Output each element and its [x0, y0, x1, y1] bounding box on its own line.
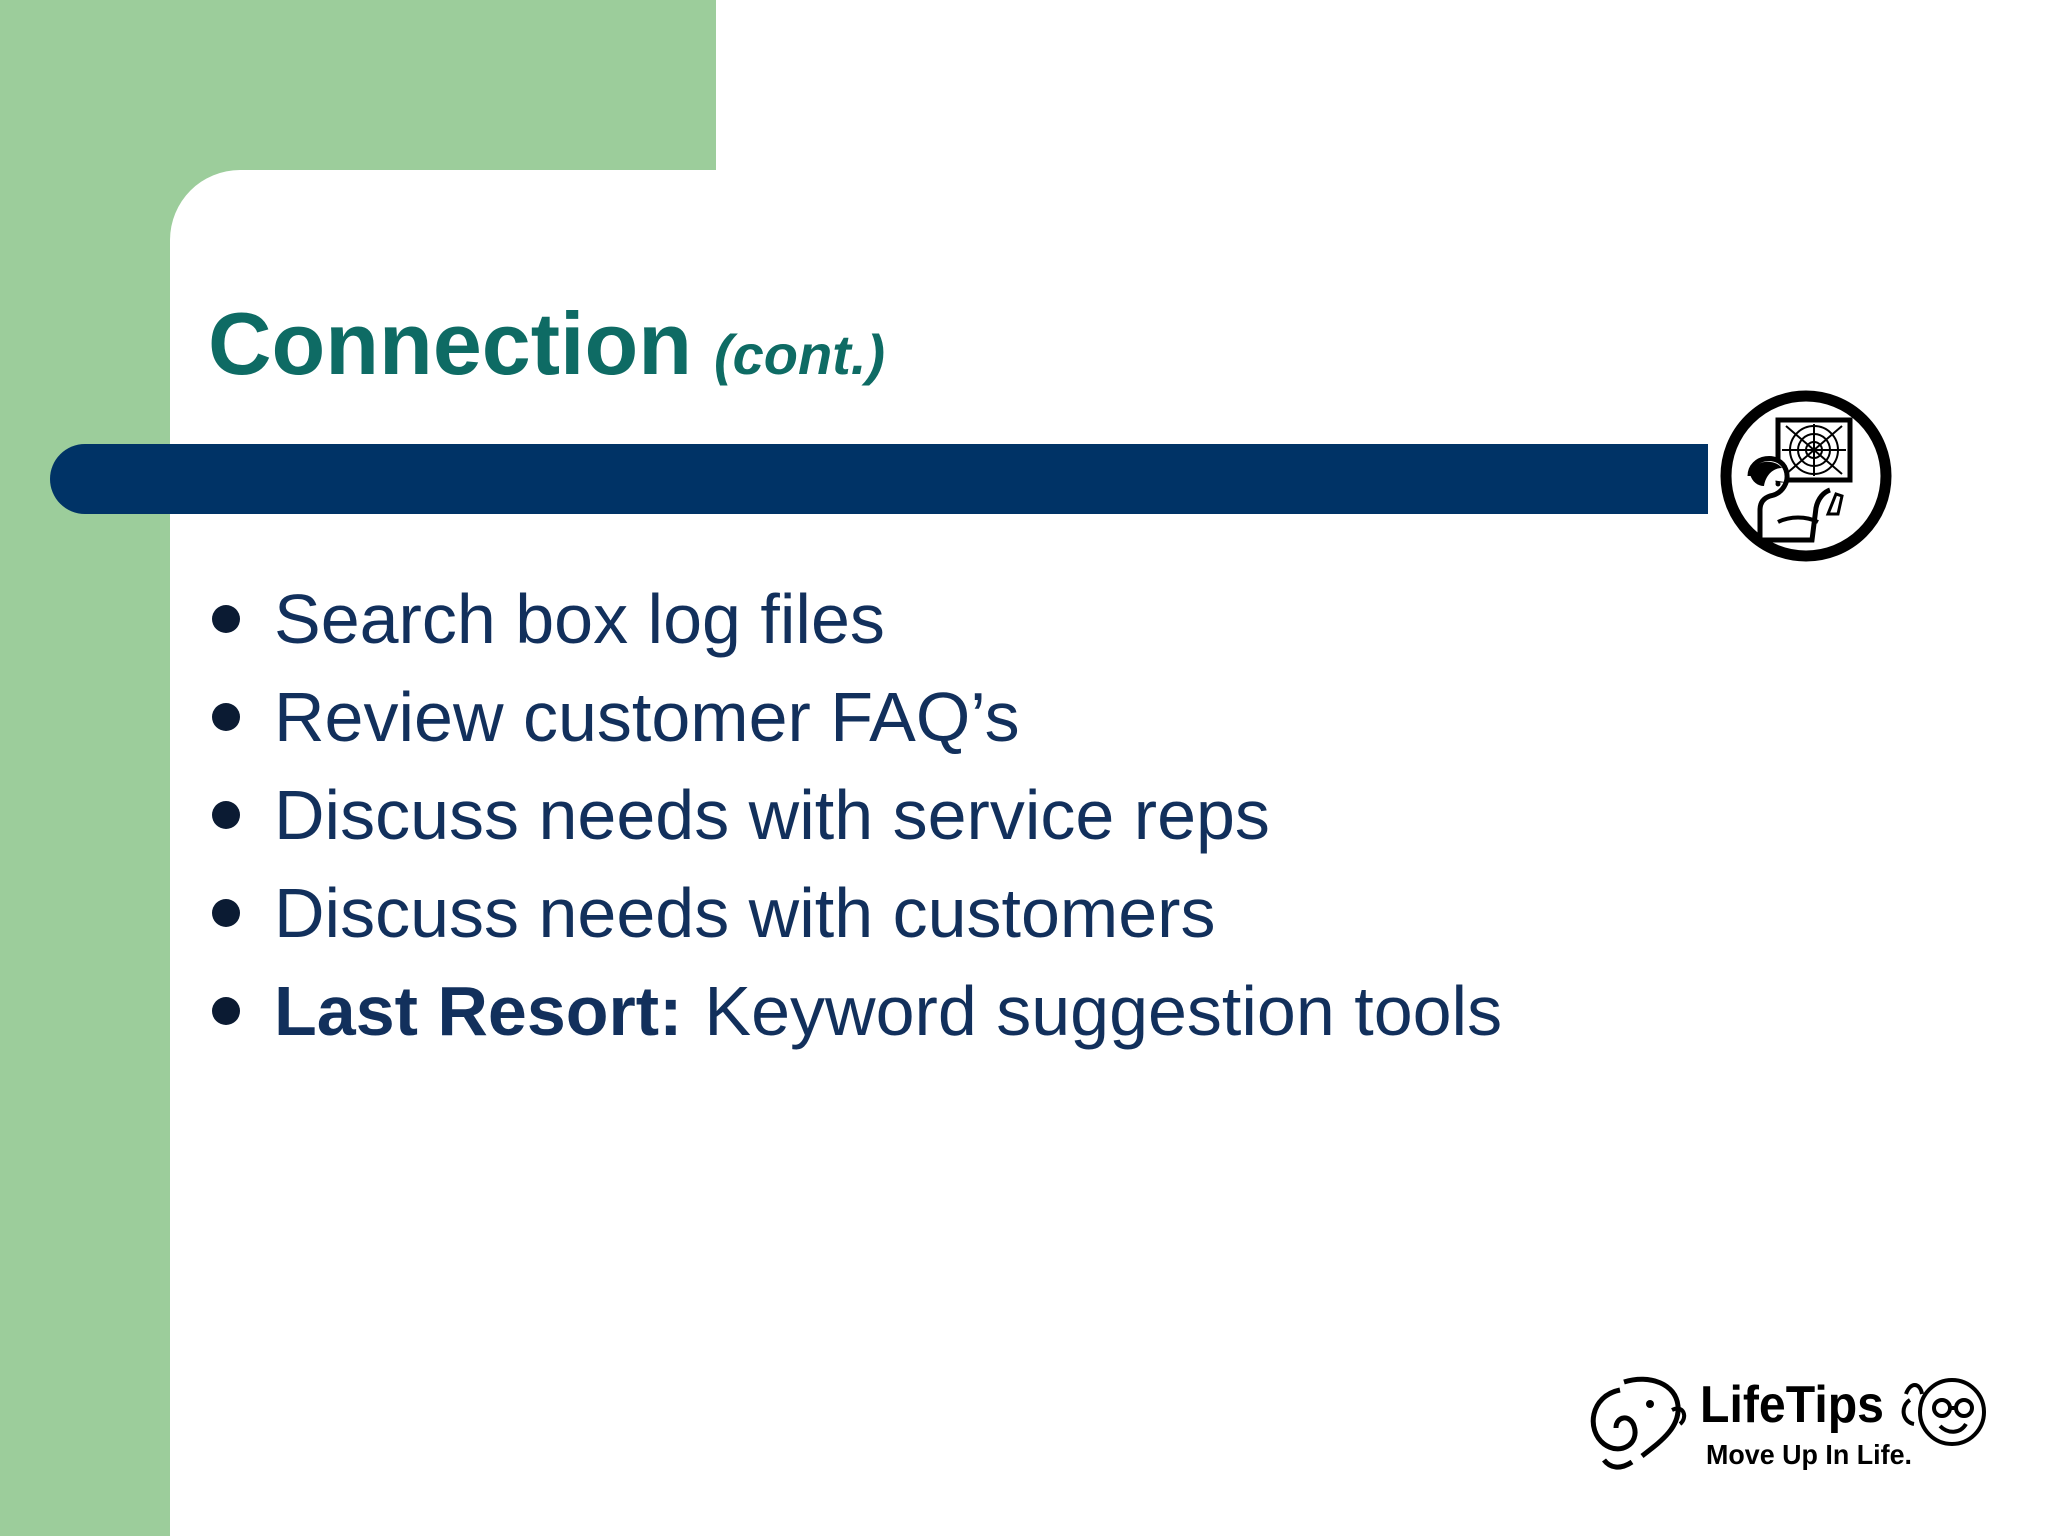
title-text: Connection: [208, 294, 692, 393]
bullet-text: Discuss needs with customers: [274, 874, 1216, 952]
title-underline-bar: [50, 444, 1708, 514]
bullet-bold-label: Last Resort:: [274, 972, 683, 1050]
list-item: Last Resort: Keyword suggestion tools: [208, 962, 1502, 1060]
slide-title: Connection(cont.): [208, 300, 885, 388]
bullet-dot-icon: [212, 605, 240, 633]
lifetips-logo-icon: LifeTips Move Up In Life.: [1590, 1376, 1986, 1470]
list-item: Search box log files: [208, 570, 1502, 668]
title-subtitle: (cont.): [713, 323, 886, 386]
bullet-dot-icon: [212, 801, 240, 829]
bullet-text: Discuss needs with service reps: [274, 776, 1270, 854]
bullet-text: Search box log files: [274, 580, 885, 658]
web-browsing-person-icon: [1720, 390, 1892, 562]
bullet-text: Keyword suggestion tools: [704, 972, 1503, 1050]
bullet-dot-icon: [212, 997, 240, 1025]
bullet-text: Review customer FAQ’s: [274, 678, 1020, 756]
bullet-dot-icon: [212, 703, 240, 731]
list-item: Discuss needs with customers: [208, 864, 1502, 962]
bullet-list: Search box log files Review customer FAQ…: [208, 570, 1502, 1060]
logo-tagline: Move Up In Life.: [1706, 1439, 1912, 1470]
logo-brand: LifeTips: [1700, 1376, 1884, 1434]
content-panel: [170, 170, 2048, 1536]
list-item: Review customer FAQ’s: [208, 668, 1502, 766]
bullet-dot-icon: [212, 899, 240, 927]
list-item: Discuss needs with service reps: [208, 766, 1502, 864]
